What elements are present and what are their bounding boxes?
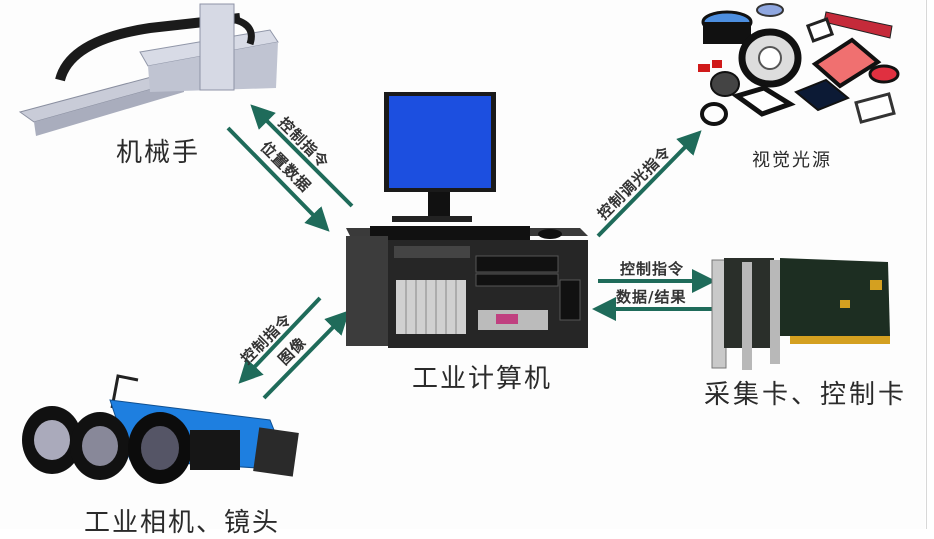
arrow-robot-position (226, 126, 330, 232)
light-label: 视觉光源 (752, 150, 832, 171)
robot-label: 机械手 (116, 138, 201, 168)
arrow-robot-control (250, 104, 354, 208)
cards-edge-data-label: 数据/结果 (616, 288, 687, 306)
right-border (926, 0, 927, 529)
arrow-camera-image (262, 310, 350, 400)
cards-edge-control-label: 控制指令 (620, 260, 685, 278)
arrow-light-control (596, 130, 702, 238)
camera-label: 工业相机、镜头 (84, 508, 281, 538)
arrow-camera-control (238, 296, 322, 384)
cards-label: 采集卡、控制卡 (704, 380, 908, 410)
computer-label: 工业计算机 (412, 364, 553, 394)
